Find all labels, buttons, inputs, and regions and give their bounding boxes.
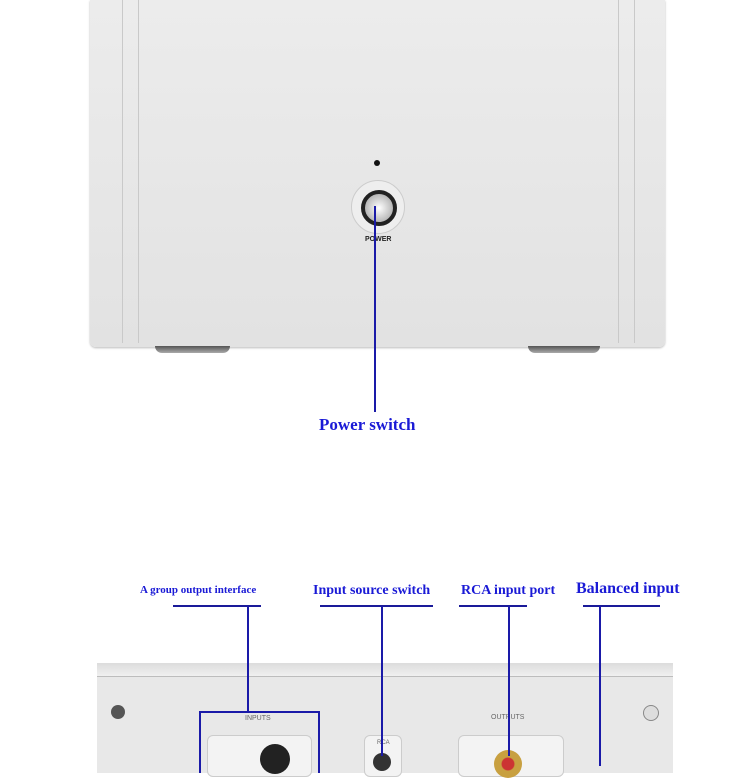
rear-panel-top-edge <box>97 663 673 677</box>
inputs-highlight-box <box>199 711 320 773</box>
chassis-edge-line <box>138 0 139 343</box>
underline <box>173 605 261 607</box>
chassis-foot <box>155 346 230 353</box>
rca-input-label: RCA input port <box>461 583 556 598</box>
power-leader-line <box>374 206 376 412</box>
outputs-text: OUTPUTS <box>491 714 524 721</box>
underline <box>459 605 527 607</box>
power-button[interactable] <box>361 190 397 226</box>
leader-line <box>381 606 383 756</box>
balanced-input-label: Balanced input <box>576 580 680 597</box>
underline <box>320 605 433 607</box>
power-text: POWER <box>365 236 392 243</box>
underline <box>583 605 660 607</box>
screw-icon <box>643 705 659 721</box>
group-output-label: A group output interface <box>140 584 257 596</box>
rca-text: RCA <box>377 740 390 746</box>
chassis-edge-line <box>122 0 123 343</box>
screw-icon <box>111 705 125 719</box>
amplifier-front-chassis <box>90 0 665 347</box>
leader-line <box>247 606 249 712</box>
input-switch-label: Input source switch <box>313 583 431 598</box>
chassis-edge-line <box>634 0 635 343</box>
inputs-text: INPUTS <box>245 715 271 722</box>
chassis-foot <box>528 346 600 353</box>
power-indicator-led <box>374 160 380 166</box>
chassis-edge-line <box>618 0 619 343</box>
leader-line <box>599 606 601 766</box>
power-switch-label: Power switch <box>319 415 416 434</box>
leader-line <box>508 606 510 756</box>
